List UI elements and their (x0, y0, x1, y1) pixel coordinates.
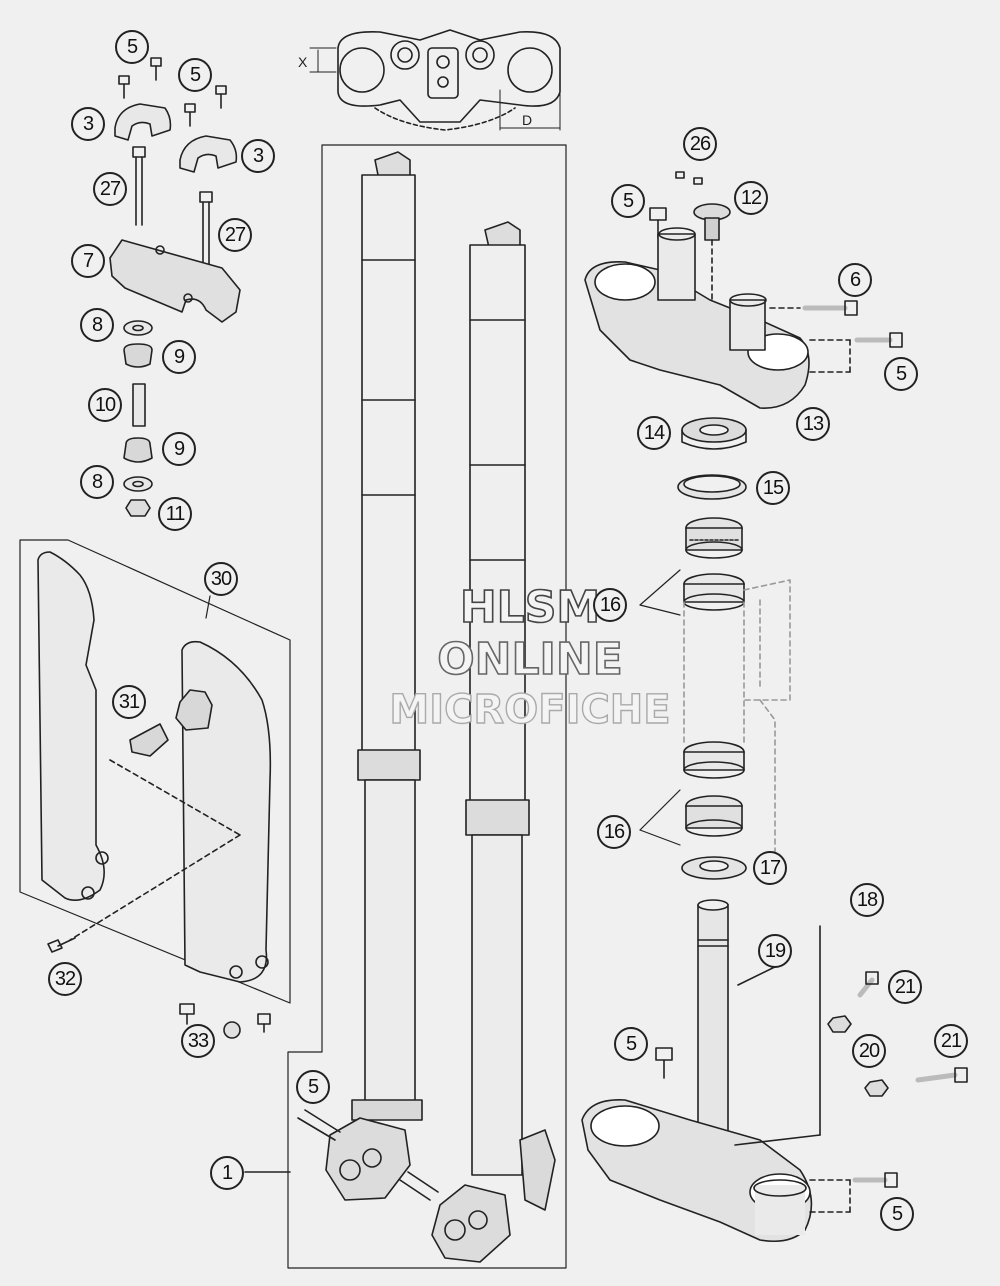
callout-21[interactable]: 21 (888, 970, 922, 1004)
dimension-d-label: D (522, 112, 532, 128)
callout-17[interactable]: 17 (753, 851, 787, 885)
callout-27[interactable]: 27 (93, 172, 127, 206)
callout-5[interactable]: 5 (611, 184, 645, 218)
handlebar-clamp-parts (109, 57, 241, 517)
callout-16[interactable]: 16 (593, 588, 627, 622)
callout-18[interactable]: 18 (850, 883, 884, 917)
callout-5[interactable]: 5 (178, 58, 212, 92)
callout-8[interactable]: 8 (80, 308, 114, 342)
callout-19[interactable]: 19 (758, 934, 792, 968)
fork-guard-parts (19, 539, 291, 1039)
leader-lines (205, 595, 211, 619)
callout-11[interactable]: 11 (158, 497, 192, 531)
upper-triple-clamp (584, 171, 903, 409)
callout-7[interactable]: 7 (71, 244, 105, 278)
callout-5[interactable]: 5 (884, 357, 918, 391)
callout-3[interactable]: 3 (71, 107, 105, 141)
callout-16[interactable]: 16 (597, 815, 631, 849)
callout-12[interactable]: 12 (734, 181, 768, 215)
callout-9[interactable]: 9 (162, 432, 196, 466)
callout-32[interactable]: 32 (48, 962, 82, 996)
callout-13[interactable]: 13 (796, 407, 830, 441)
callout-27[interactable]: 27 (218, 218, 252, 252)
callout-21[interactable]: 21 (934, 1024, 968, 1058)
watermark-line-1: HLSM (459, 582, 601, 633)
dimension-x-label: X (298, 54, 308, 70)
watermark-line-2: ONLINE (436, 634, 623, 685)
callout-1[interactable]: 1 (210, 1156, 244, 1190)
steering-bearings (639, 417, 791, 880)
callout-33[interactable]: 33 (181, 1024, 215, 1058)
callout-3[interactable]: 3 (241, 139, 275, 173)
callout-5[interactable]: 5 (115, 30, 149, 64)
callout-14[interactable]: 14 (637, 416, 671, 450)
callout-5[interactable]: 5 (880, 1197, 914, 1231)
callout-26[interactable]: 26 (683, 127, 717, 161)
callout-8[interactable]: 8 (80, 465, 114, 499)
callout-5[interactable]: 5 (296, 1070, 330, 1104)
callout-20[interactable]: 20 (852, 1034, 886, 1068)
callout-30[interactable]: 30 (204, 562, 238, 596)
callout-5[interactable]: 5 (614, 1027, 648, 1061)
callout-6[interactable]: 6 (838, 263, 872, 297)
callout-31[interactable]: 31 (112, 685, 146, 719)
callout-9[interactable]: 9 (162, 340, 196, 374)
fork-group-outline (287, 144, 567, 1269)
callout-10[interactable]: 10 (88, 388, 122, 422)
clamp-dimension-sketch (309, 29, 561, 131)
lower-triple-clamp (581, 899, 968, 1243)
callout-15[interactable]: 15 (756, 471, 790, 505)
fork-legs (244, 151, 556, 1263)
watermark-line-3: MICROFICHE (389, 687, 672, 733)
